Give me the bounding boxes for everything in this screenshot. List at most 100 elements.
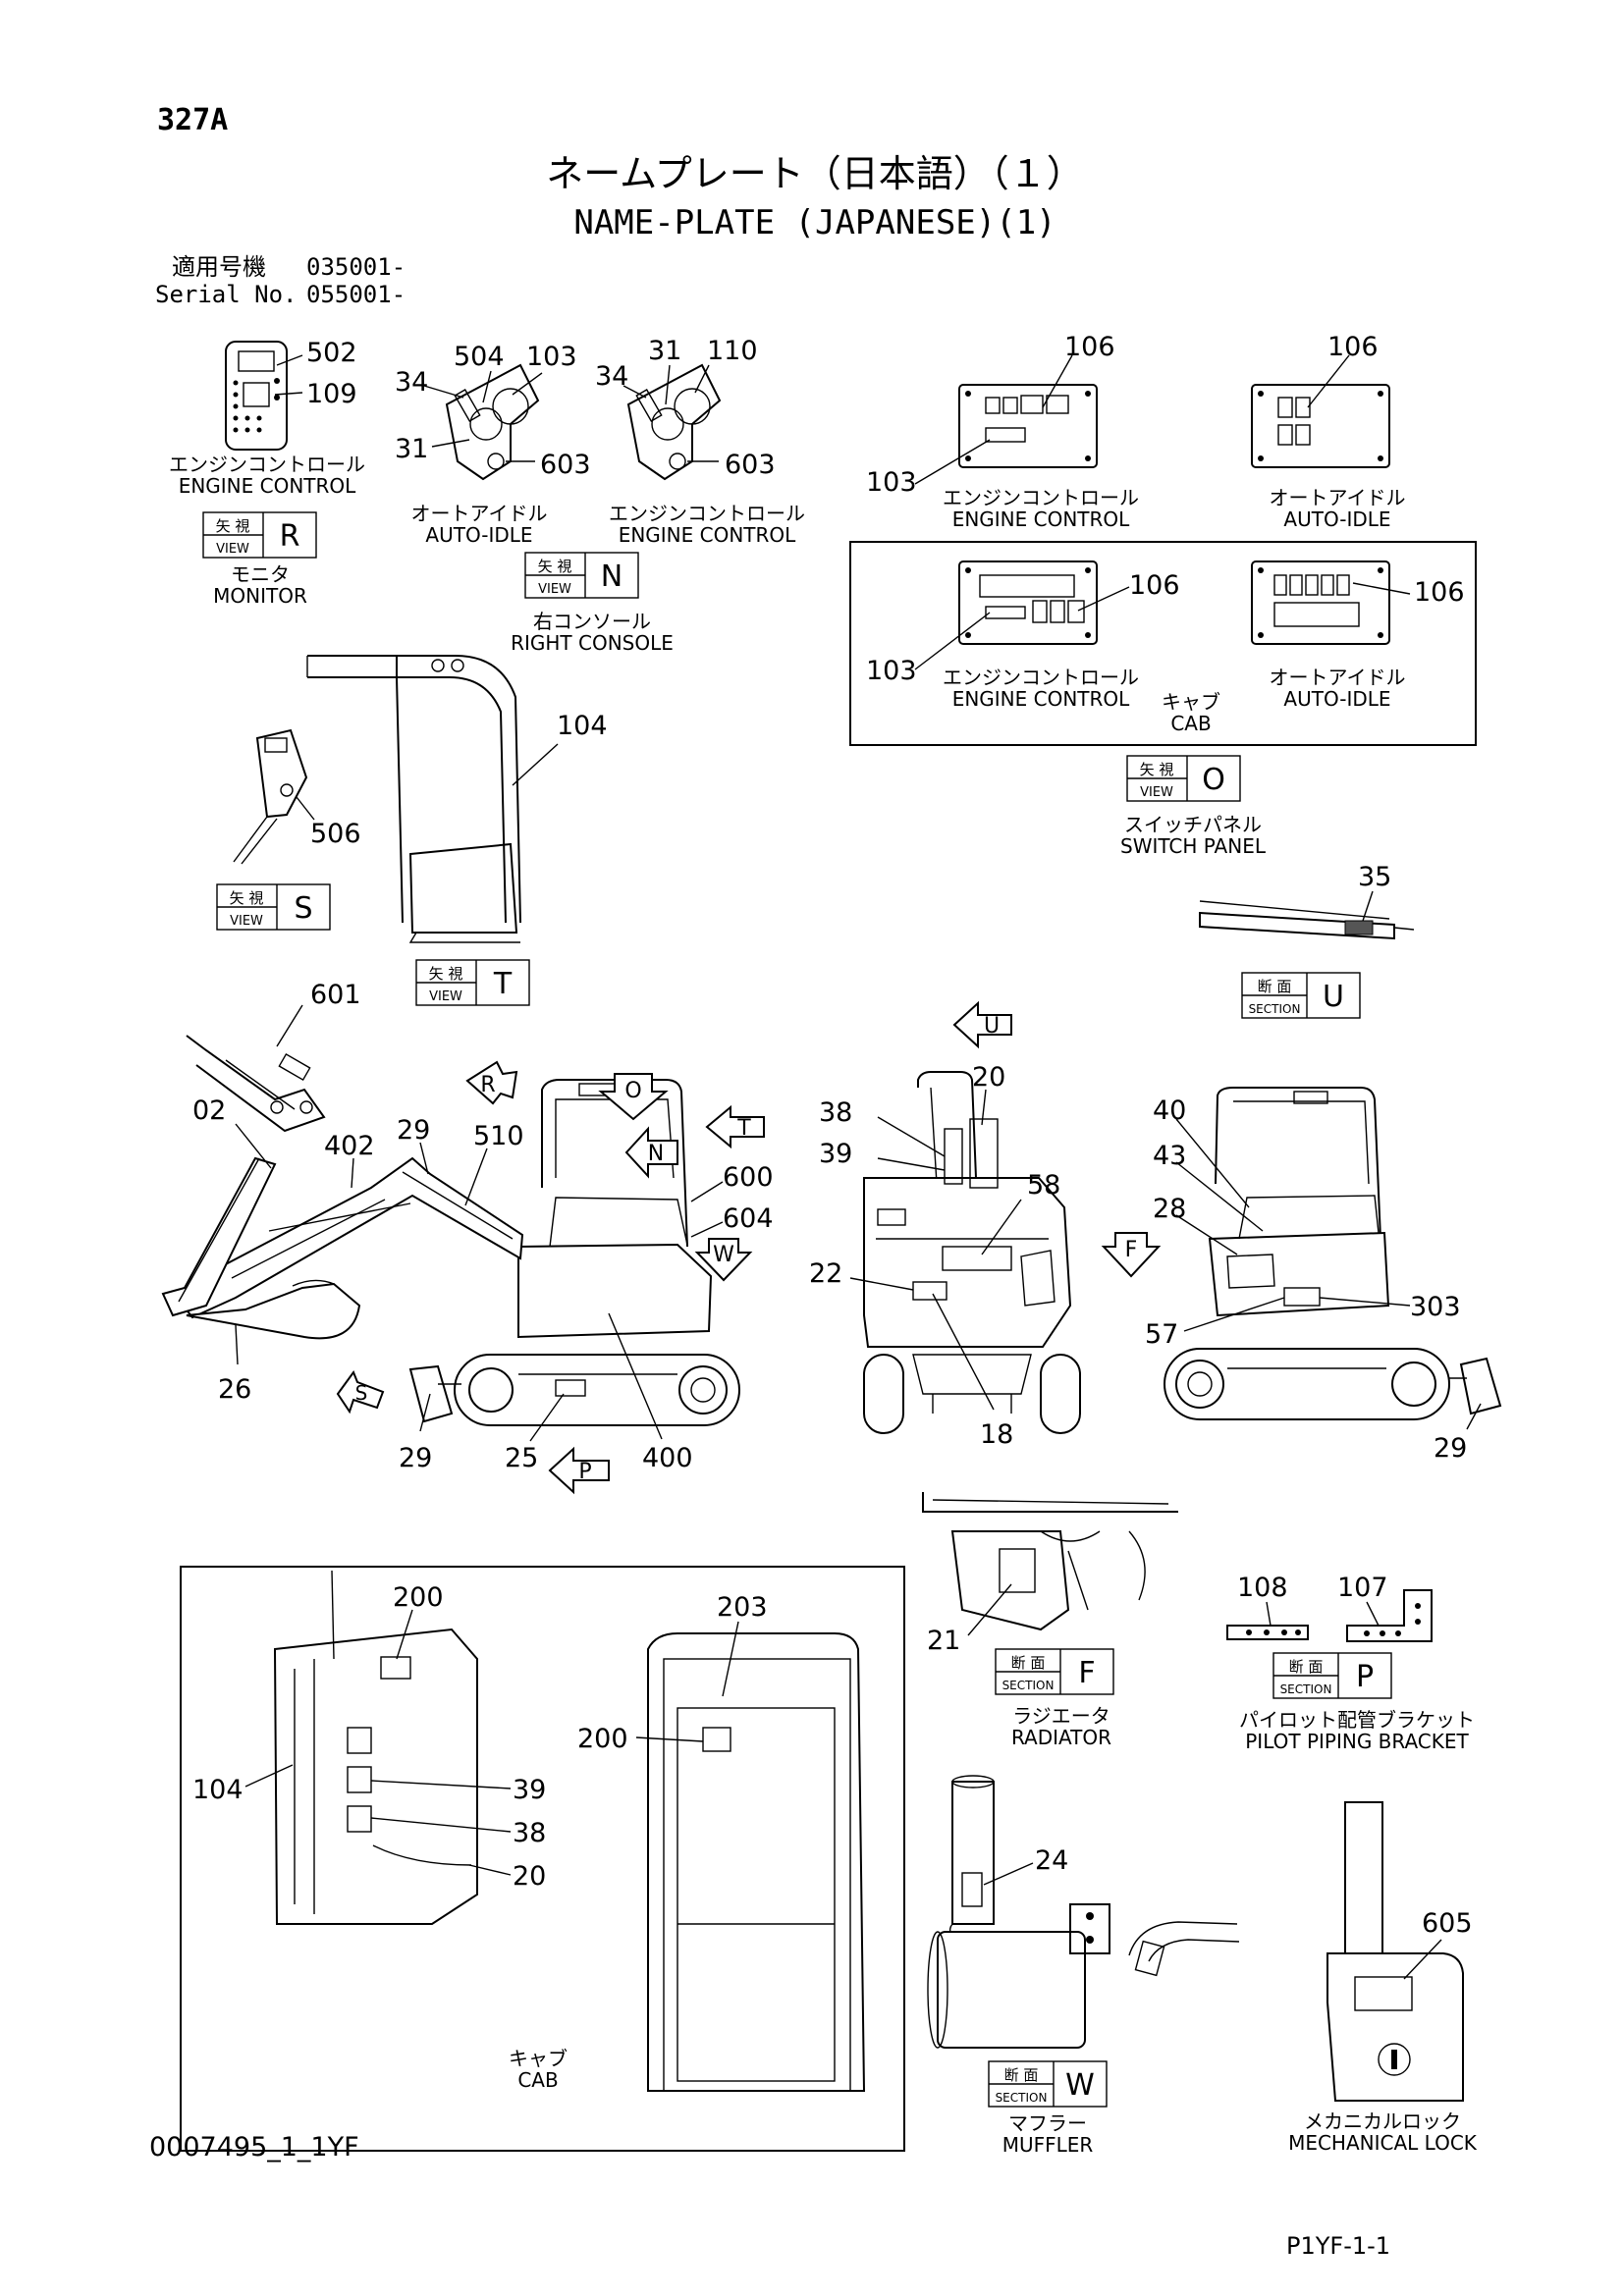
caption-muffler-jp: マフラー — [1008, 2111, 1087, 2135]
caption-radiator-en: RADIATOR — [1011, 1726, 1111, 1749]
right-console-engine-control-illustration — [626, 363, 722, 481]
caption-cab-jp-panel: キャブ — [1162, 690, 1220, 714]
callout-107: 107 — [1337, 1573, 1388, 1603]
svg-text:N: N — [601, 560, 623, 594]
caption-switch-panel-jp: スイッチパネル — [1124, 813, 1262, 836]
callout-58: 58 — [1027, 1170, 1060, 1201]
right-console-auto-idle-illustration — [445, 363, 540, 481]
direction-arrow-s: S — [336, 1369, 385, 1415]
switch-panel-engine-control-cab — [958, 561, 1098, 645]
caption-monitor-jp: モニタ — [231, 562, 290, 586]
switch-panel-auto-idle-cab — [1251, 561, 1390, 645]
callout-29-top: 29 — [397, 1115, 430, 1146]
svg-text:T: T — [493, 967, 513, 1001]
caption-engine-control-en-a: ENGINE CONTROL — [952, 507, 1130, 531]
switch-panel-auto-idle-top — [1251, 384, 1390, 468]
callout-106-b: 106 — [1327, 332, 1379, 362]
callout-29-right: 29 — [1434, 1433, 1467, 1464]
caption-auto-idle-jp-b: オートアイドル — [1270, 666, 1406, 689]
mechanical-lock-illustration — [1326, 1801, 1464, 2102]
callout-402: 402 — [324, 1131, 375, 1161]
svg-text:S: S — [355, 1381, 368, 1405]
title-japanese: ネームプレート（日本語）（１） — [546, 152, 1084, 195]
callout-400: 400 — [642, 1443, 693, 1473]
cab-switch-panels-frame — [849, 541, 1477, 746]
svg-text:VIEW: VIEW — [230, 914, 263, 929]
callout-604: 604 — [723, 1203, 774, 1234]
svg-text:断 面: 断 面 — [1004, 2066, 1039, 2084]
callout-106-d: 106 — [1414, 577, 1465, 608]
callout-504: 504 — [454, 342, 505, 372]
callout-110: 110 — [707, 336, 758, 366]
canopy-pillar-illustration — [306, 655, 521, 943]
caption-cab-en: CAB — [517, 2068, 558, 2092]
callout-200-side: 200 — [393, 1582, 444, 1613]
callout-603-right: 603 — [725, 450, 776, 480]
callout-106-a: 106 — [1064, 332, 1115, 362]
section-tag-f: 断 面 SECTION F — [995, 1648, 1114, 1695]
caption-mech-lock-en: MECHANICAL LOCK — [1288, 2131, 1478, 2155]
callout-39-cab: 39 — [513, 1775, 546, 1805]
caption-engine-control-jp-console: エンジンコントロール — [609, 502, 805, 525]
svg-text:R: R — [480, 1073, 495, 1097]
serial-jp-label: 適用号機 — [172, 253, 266, 281]
callout-103-b: 103 — [866, 656, 917, 686]
direction-arrow-n: N — [624, 1126, 678, 1179]
section-tag-u: 断 面 SECTION U — [1241, 972, 1361, 1019]
cab-front-illustration — [647, 1632, 866, 2092]
caption-switch-panel-en: SWITCH PANEL — [1120, 834, 1267, 858]
excavator-right-side-view — [1164, 1087, 1502, 1420]
page-id: P1YF-1-1 — [1286, 2232, 1390, 2260]
cab-detail-frame — [180, 1566, 905, 2152]
callout-109: 109 — [306, 379, 357, 409]
serial-en-label: Serial No. — [155, 281, 298, 308]
monitor-illustration — [225, 341, 288, 451]
caption-engine-control-jp: エンジンコントロール — [169, 453, 365, 476]
view-tag-s: 矢 視 VIEW S — [216, 883, 331, 931]
cab-side-illustration — [273, 1570, 478, 1925]
svg-text:SECTION: SECTION — [996, 2091, 1048, 2105]
pilot-bracket-107-illustration — [1346, 1589, 1433, 1642]
direction-arrow-w: W — [694, 1238, 753, 1282]
svg-text:P: P — [1356, 1660, 1374, 1694]
direction-arrow-o: O — [598, 1073, 669, 1121]
pilot-bracket-108-illustration — [1226, 1625, 1309, 1640]
drawing-id: 0007495_1_1YF — [149, 2132, 359, 2163]
caption-pilot-bracket-en: PILOT PIPING BRACKET — [1245, 1730, 1469, 1753]
callout-38-rear: 38 — [819, 1097, 852, 1128]
caption-auto-idle-jp-console: オートアイドル — [411, 502, 548, 525]
callout-603-left: 603 — [540, 450, 591, 480]
muffler-illustration — [927, 1775, 1240, 2049]
view-tag-n: 矢 視 VIEW N — [524, 552, 639, 599]
excavator-rear-view — [863, 1071, 1081, 1434]
serial-en-value: 055001- — [306, 281, 406, 308]
callout-43: 43 — [1153, 1141, 1186, 1171]
caption-auto-idle-jp-a: オートアイドル — [1270, 486, 1406, 509]
callout-24: 24 — [1035, 1845, 1068, 1876]
direction-arrow-u: U — [952, 1000, 1012, 1049]
excavator-side-view — [161, 1035, 740, 1426]
callout-35: 35 — [1358, 862, 1391, 892]
callout-106-c: 106 — [1129, 570, 1180, 601]
svg-text:O: O — [624, 1079, 641, 1103]
direction-arrow-p: P — [548, 1446, 610, 1495]
caption-cab-en-panel: CAB — [1170, 712, 1211, 735]
callout-38-cab: 38 — [513, 1818, 546, 1848]
caption-engine-control-en-b: ENGINE CONTROL — [952, 687, 1130, 711]
svg-text:断 面: 断 面 — [1011, 1654, 1046, 1672]
callout-20-rear: 20 — [972, 1062, 1005, 1093]
caption-auto-idle-en-a: AUTO-IDLE — [1283, 507, 1390, 531]
callout-34-right: 34 — [595, 361, 628, 392]
caption-right-console-en: RIGHT CONSOLE — [511, 631, 674, 655]
caption-monitor-en: MONITOR — [213, 584, 307, 608]
svg-text:VIEW: VIEW — [1140, 785, 1173, 800]
callout-57: 57 — [1145, 1319, 1178, 1350]
callout-103-a: 103 — [866, 467, 917, 498]
callout-34-left: 34 — [395, 367, 428, 398]
svg-text:U: U — [1323, 980, 1344, 1014]
svg-text:S: S — [294, 891, 312, 926]
caption-engine-control-jp-b: エンジンコントロール — [943, 666, 1139, 689]
title-english: NAME-PLATE (JAPANESE)(1) — [573, 203, 1056, 242]
svg-text:VIEW: VIEW — [429, 989, 462, 1004]
